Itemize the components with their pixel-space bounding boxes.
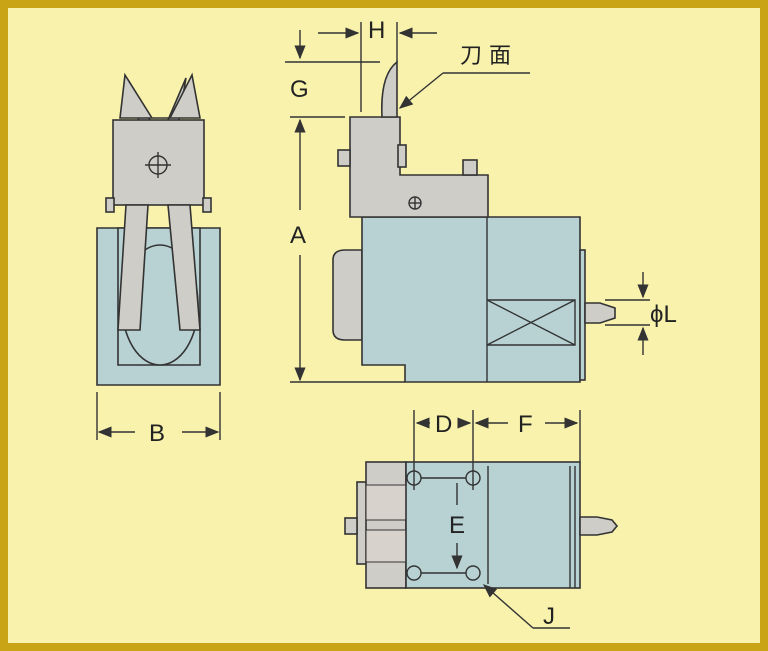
dim-label-j: J — [543, 603, 555, 630]
side-view: A G H 刀 面 ϕL — [285, 17, 677, 383]
jaw-arms — [117, 204, 201, 331]
blade-holder — [349, 116, 489, 218]
blade-face-label: 刀 面 — [460, 44, 511, 69]
dim-label-l: ϕL — [650, 301, 677, 328]
dim-label-f: F — [518, 411, 533, 438]
body-bottom — [405, 461, 581, 589]
bottom-fitting — [579, 516, 619, 536]
holder-bottom — [365, 461, 407, 589]
dim-label-a: A — [290, 222, 306, 249]
rear-cap — [332, 249, 363, 341]
dim-label-e: E — [449, 512, 465, 539]
air-fitting — [584, 302, 616, 324]
front-view: B — [96, 72, 221, 447]
dim-label-b: B — [149, 420, 165, 447]
bottom-view: D F E J — [344, 410, 619, 630]
dim-label-h: H — [368, 17, 385, 44]
blade — [380, 60, 398, 118]
dim-label-g: G — [290, 76, 309, 103]
dim-label-d: D — [435, 411, 452, 438]
